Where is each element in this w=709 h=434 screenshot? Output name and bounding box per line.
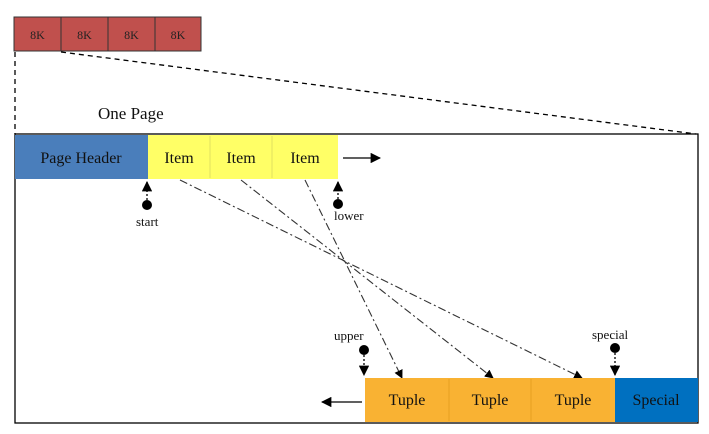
item-block-3 bbox=[272, 135, 338, 179]
upper-pointer: upper bbox=[334, 328, 370, 377]
block-2 bbox=[60, 16, 109, 52]
block-2-label: 8K bbox=[77, 28, 92, 42]
tuple-block-2 bbox=[449, 378, 531, 422]
block-4 bbox=[154, 16, 202, 52]
item-label-3: Item bbox=[290, 150, 320, 167]
lower-pointer-dot bbox=[333, 199, 343, 209]
item-tuple-links bbox=[179, 179, 583, 379]
tuple-label-3: Tuple bbox=[555, 392, 592, 409]
block-1-label: 8K bbox=[30, 28, 45, 42]
special-pointer-dot bbox=[610, 343, 620, 353]
zoom-line-right bbox=[60, 51, 697, 135]
tuple-block-3 bbox=[531, 378, 615, 422]
start-pointer-label: start bbox=[136, 214, 159, 229]
page-header-label: Page Header bbox=[40, 150, 122, 167]
block-4-label: 8K bbox=[171, 28, 186, 42]
page-title: One Page bbox=[98, 104, 164, 123]
start-pointer: start bbox=[136, 180, 159, 229]
block-strip: 8K 8K 8K 8K bbox=[13, 16, 202, 52]
upper-pointer-dot bbox=[359, 345, 369, 355]
block-1 bbox=[13, 16, 62, 52]
item-block-2 bbox=[210, 135, 272, 179]
tuple-label-1: Tuple bbox=[389, 392, 426, 409]
page-frame bbox=[14, 133, 699, 424]
block-3-label: 8K bbox=[124, 28, 139, 42]
special-block bbox=[615, 378, 698, 422]
link-item2-tuple2 bbox=[240, 179, 494, 379]
special-label: Special bbox=[632, 392, 680, 409]
item-label-1: Item bbox=[164, 150, 194, 167]
link-item1-tuple3 bbox=[179, 179, 583, 379]
upper-pointer-label: upper bbox=[334, 328, 364, 343]
item-label-2: Item bbox=[226, 150, 256, 167]
tuple-block-1 bbox=[365, 378, 449, 422]
tuple-label-2: Tuple bbox=[472, 392, 509, 409]
special-pointer-label: special bbox=[592, 327, 628, 342]
special-pointer: special bbox=[592, 327, 628, 377]
page-header-block bbox=[15, 135, 148, 179]
start-pointer-dot bbox=[142, 200, 152, 210]
lower-pointer: lower bbox=[332, 180, 364, 223]
item-block-1 bbox=[148, 135, 210, 179]
lower-pointer-label: lower bbox=[334, 208, 364, 223]
block-3 bbox=[107, 16, 156, 52]
link-item3-tuple1 bbox=[304, 179, 403, 379]
